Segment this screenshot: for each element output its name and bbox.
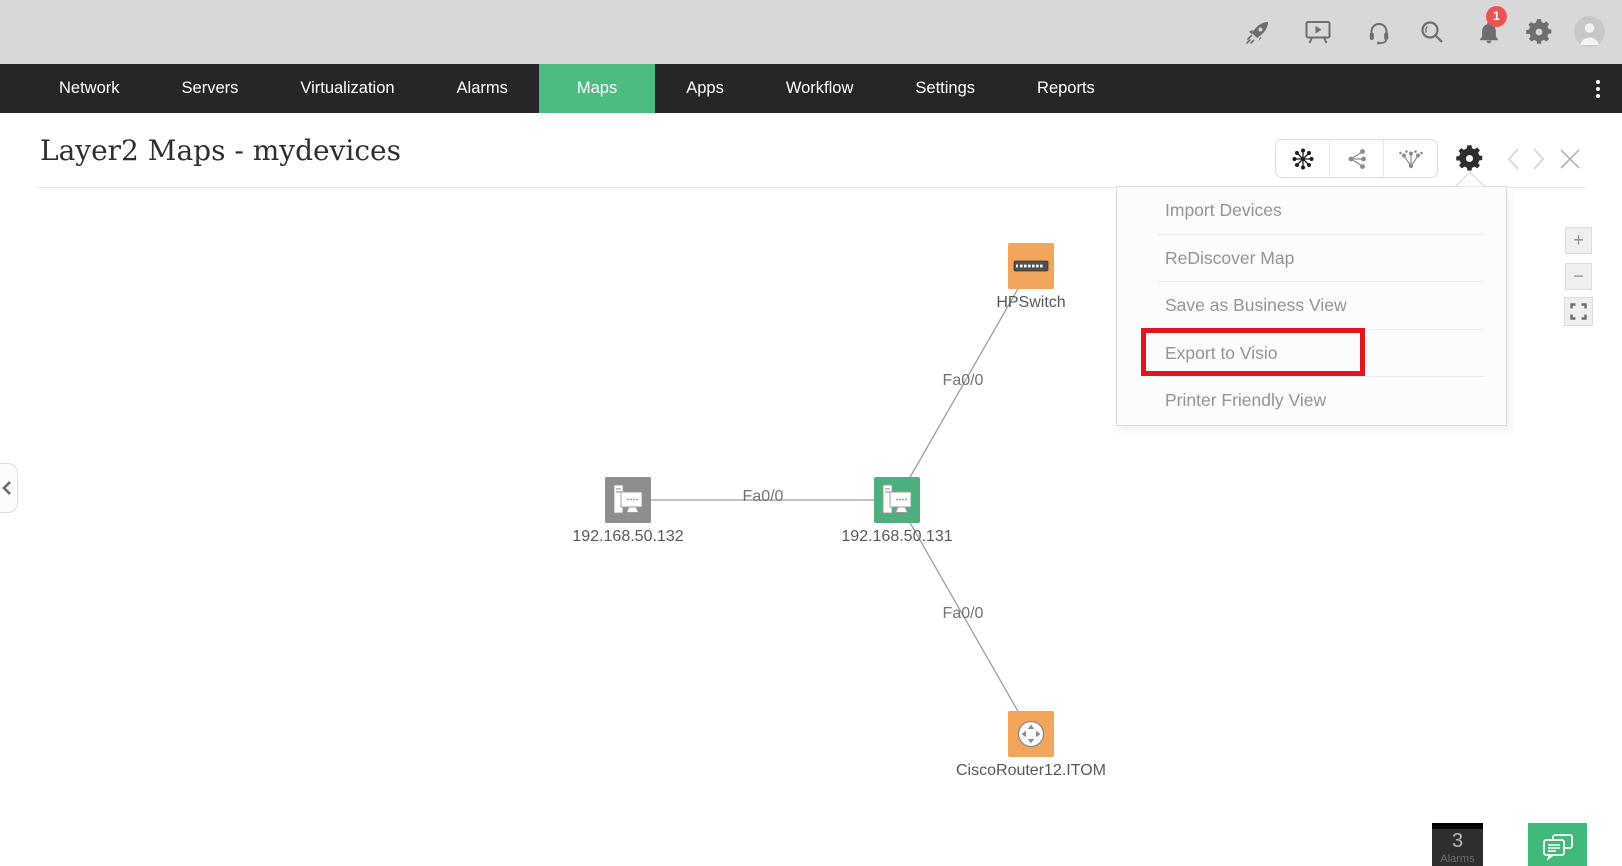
hierarchical-layout-icon: [1398, 149, 1423, 168]
alarms-label: Alarms: [1440, 853, 1475, 865]
notification-count-badge[interactable]: 1: [1486, 6, 1507, 27]
settings-gear-icon[interactable]: [1524, 17, 1554, 47]
map-node-label: 192.168.50.131: [841, 528, 953, 545]
menu-item-rediscover-map[interactable]: ReDiscover Map: [1117, 235, 1506, 283]
alarms-tile[interactable]: 3 Alarms: [1432, 823, 1483, 866]
map-node-host131[interactable]: 192.168.50.131: [841, 477, 953, 545]
link-interface-label: Fa0/0: [742, 488, 784, 505]
presentation-play-icon[interactable]: [1303, 17, 1333, 47]
menu-item-printer-friendly-view[interactable]: Printer Friendly View: [1165, 390, 1327, 410]
router-icon: [1017, 720, 1045, 748]
menu-item-save-as-business-view[interactable]: Save as Business View: [1117, 282, 1506, 330]
map-options-gear-icon[interactable]: [1454, 143, 1485, 174]
nav-item-reports[interactable]: Reports: [1037, 79, 1095, 97]
radial-layout-button[interactable]: [1276, 140, 1329, 177]
topology-link[interactable]: [896, 499, 1032, 735]
fullscreen-button[interactable]: [1564, 297, 1593, 326]
nav-item-workflow[interactable]: Workflow: [785, 79, 854, 97]
panel-toggle-tab[interactable]: [0, 463, 18, 513]
map-node-host132[interactable]: 192.168.50.132: [572, 477, 684, 545]
map-node-router12[interactable]: CiscoRouter12.ITOM: [956, 711, 1106, 779]
main-nav: Network Servers Virtualization Alarms Ma…: [0, 64, 1622, 113]
nav-item-settings[interactable]: Settings: [915, 79, 976, 97]
fullscreen-icon: [1570, 303, 1587, 320]
rocket-icon[interactable]: [1243, 17, 1273, 47]
nav-overflow-kebab-icon[interactable]: [1588, 64, 1608, 113]
tree-layout-icon: [1348, 148, 1366, 169]
map-node-label: 192.168.50.132: [572, 528, 684, 545]
gear-dropdown-menu: Import Devices ReDiscover Map Save as Bu…: [1116, 186, 1507, 426]
alarms-tile-strip: [1432, 823, 1483, 829]
nav-item-maps[interactable]: Maps: [538, 64, 656, 113]
topology-link[interactable]: [896, 265, 1032, 501]
tree-layout-button[interactable]: [1329, 140, 1383, 177]
map-next-chevron-icon[interactable]: [1527, 145, 1549, 173]
close-map-icon[interactable]: [1558, 147, 1582, 171]
nav-item-apps[interactable]: Apps: [686, 79, 724, 97]
radial-layout-icon: [1292, 148, 1313, 169]
user-avatar[interactable]: [1574, 16, 1605, 47]
zoom-out-button[interactable]: −: [1565, 263, 1592, 290]
headset-icon[interactable]: [1364, 17, 1394, 47]
menu-item-export-to-visio[interactable]: Export to Visio: [1117, 330, 1506, 378]
nav-item-virtualization[interactable]: Virtualization: [300, 79, 395, 97]
switch-icon: [1013, 260, 1049, 272]
chevron-left-icon: [2, 481, 11, 495]
hierarchical-layout-button[interactable]: [1383, 140, 1437, 177]
computer-icon: [613, 484, 643, 514]
map-node-label: CiscoRouter12.ITOM: [956, 762, 1106, 779]
chat-tile[interactable]: [1528, 823, 1587, 866]
title-divider: [36, 187, 1586, 188]
menu-caret: [1454, 171, 1486, 187]
nav-item-network[interactable]: Network: [59, 79, 120, 97]
top-utility-bar: 1: [0, 0, 1622, 64]
alarms-count: 3: [1451, 830, 1464, 852]
map-layout-switcher: [1275, 139, 1438, 178]
chat-bubbles-icon: [1542, 834, 1573, 861]
map-prev-chevron-icon[interactable]: [1503, 145, 1525, 173]
nav-item-servers[interactable]: Servers: [181, 79, 239, 97]
search-icon[interactable]: [1417, 17, 1447, 47]
link-interface-label: Fa0/0: [942, 605, 984, 622]
page-title: Layer2 Maps - mydevices: [40, 134, 401, 167]
zoom-in-button[interactable]: +: [1565, 227, 1592, 254]
map-node-label: HPSwitch: [996, 294, 1066, 311]
menu-item-import-devices[interactable]: Import Devices: [1117, 187, 1506, 235]
map-node-hpswitch[interactable]: HPSwitch: [996, 243, 1066, 311]
computer-icon: [882, 484, 912, 514]
link-interface-label: Fa0/0: [942, 372, 984, 389]
nav-item-alarms[interactable]: Alarms: [456, 79, 508, 97]
